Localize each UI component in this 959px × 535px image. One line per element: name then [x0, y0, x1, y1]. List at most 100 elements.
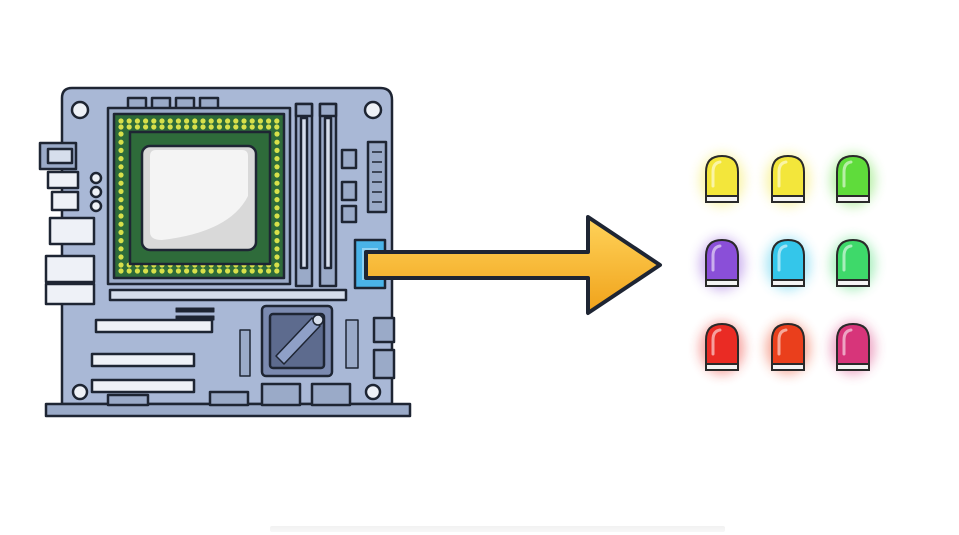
cpu-pin — [274, 172, 280, 178]
cpu-pin — [200, 268, 206, 274]
led-bulb-icon — [700, 154, 744, 206]
cpu-pin — [167, 124, 173, 130]
cpu-pin — [134, 118, 140, 124]
led-bulb-icon — [700, 238, 744, 290]
cpu-pin — [274, 246, 280, 252]
cpu-pin — [225, 268, 231, 274]
cpu-pin — [126, 124, 132, 130]
cpu-pin — [274, 139, 280, 145]
mounting-hole — [363, 100, 383, 120]
cpu-pin — [257, 118, 263, 124]
mounting-hole — [364, 383, 382, 401]
cpu-pin — [118, 147, 124, 153]
cpu-pin — [118, 197, 124, 203]
cpu-pin — [216, 124, 222, 130]
led-bulb-icon — [766, 322, 810, 374]
cpu-pin — [118, 139, 124, 145]
cpu-pin — [274, 147, 280, 153]
cpu-pin — [274, 131, 280, 137]
cpu-pin — [274, 197, 280, 203]
cpu-pin — [216, 118, 222, 124]
cpu-pin — [249, 268, 255, 274]
cpu-pin — [175, 118, 181, 124]
cpu-pin — [151, 118, 157, 124]
ground-shadow — [270, 526, 725, 532]
cpu-pin — [184, 268, 190, 274]
cpu-pin — [274, 164, 280, 170]
cpu-pin — [249, 124, 255, 130]
cpu-pin — [151, 124, 157, 130]
ram-slots — [294, 102, 338, 288]
cpu-pin — [118, 156, 124, 162]
cpu-pin — [274, 124, 280, 130]
cpu-pin — [274, 188, 280, 194]
cpu-pin — [118, 221, 124, 227]
cpu-pin — [134, 268, 140, 274]
cpu-pin — [151, 268, 157, 274]
arrow-right-icon — [364, 215, 662, 315]
cpu-pin — [241, 118, 247, 124]
cpu-pin — [274, 238, 280, 244]
cpu-pin — [241, 268, 247, 274]
cpu-pin — [233, 118, 239, 124]
cpu-pin — [274, 221, 280, 227]
cpu-pin — [274, 180, 280, 186]
cpu-pin — [274, 118, 280, 124]
cpu-pin — [208, 124, 214, 130]
cpu-pin — [257, 268, 263, 274]
cpu-pin — [266, 118, 272, 124]
cpu-pin — [159, 118, 165, 124]
cpu-pin — [274, 205, 280, 211]
cpu-pin — [216, 268, 222, 274]
cpu-pin — [118, 205, 124, 211]
cpu-pin — [233, 268, 239, 274]
cpu-pin — [118, 180, 124, 186]
cpu-pin — [167, 268, 173, 274]
led-bulb-icon — [766, 154, 810, 206]
cpu-pin — [192, 118, 198, 124]
cpu-pin — [118, 262, 124, 268]
cpu-pin — [175, 124, 181, 130]
led-bulb-icon — [700, 322, 744, 374]
cpu-pin — [118, 172, 124, 178]
cpu-pin — [118, 164, 124, 170]
led-bulb-icon — [831, 154, 875, 206]
cpu-pin — [274, 229, 280, 235]
cpu-pin — [118, 118, 124, 124]
led-bulb-icon — [766, 238, 810, 290]
cpu-pin — [274, 262, 280, 268]
cpu-pin — [208, 118, 214, 124]
cpu-pin — [233, 124, 239, 130]
cpu-pin — [184, 124, 190, 130]
cpu-pin — [118, 238, 124, 244]
cpu-pin — [134, 124, 140, 130]
cpu-pin — [192, 124, 198, 130]
cpu-pin — [274, 254, 280, 260]
cpu-pin — [118, 131, 124, 137]
cpu-pin — [118, 229, 124, 235]
cpu-pin — [118, 246, 124, 252]
cpu-pin — [274, 213, 280, 219]
cpu-pin — [118, 268, 124, 274]
cpu-pin — [118, 124, 124, 130]
cpu-pin — [126, 268, 132, 274]
cpu-pin — [143, 118, 149, 124]
cpu-pin — [118, 213, 124, 219]
cpu-pin — [192, 268, 198, 274]
led-bulb-icon — [831, 238, 875, 290]
cpu-pin — [266, 124, 272, 130]
cpu-pin — [274, 156, 280, 162]
cpu-pin — [143, 124, 149, 130]
cpu-pin — [118, 188, 124, 194]
cpu-pin — [175, 268, 181, 274]
cpu-pin — [257, 124, 263, 130]
cpu-pin — [126, 118, 132, 124]
cpu-pin — [184, 118, 190, 124]
cpu-pin — [208, 268, 214, 274]
cpu-pin — [118, 254, 124, 260]
io-header — [366, 140, 388, 214]
cpu-pin — [143, 268, 149, 274]
rear-io-ports — [38, 141, 103, 306]
cpu-pin — [159, 268, 165, 274]
